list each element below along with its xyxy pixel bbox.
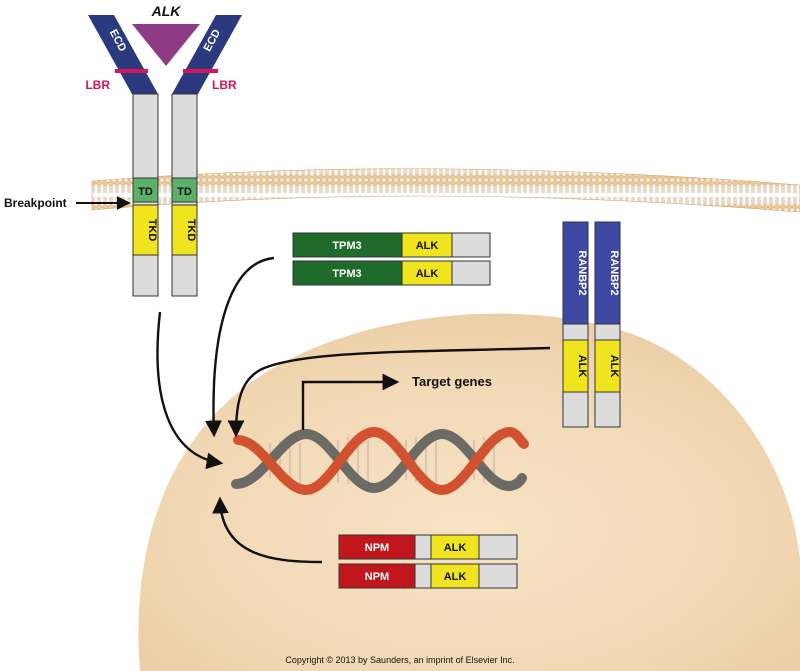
td-right-label: TD (177, 186, 192, 198)
npm-label-1: NPM (365, 542, 389, 554)
target-genes-label: Target genes (412, 374, 492, 389)
ecd-left (88, 15, 158, 94)
lbr-right-label: LBR (212, 78, 237, 92)
breakpoint: Breakpoint (4, 196, 131, 210)
arrow-npm-to-dna (212, 496, 323, 564)
alk-label-ranbp2-2: ALK (608, 355, 620, 378)
td-left (132, 177, 159, 203)
breakpoint-label: Breakpoint (4, 196, 67, 210)
alk-label-tpm3-1: ALK (416, 240, 439, 252)
td-right (171, 177, 198, 203)
alk-title: ALK (151, 3, 182, 19)
td-left-label: TD (138, 186, 153, 198)
alk-label-npm-1: ALK (444, 542, 467, 554)
alk-label-npm-2: ALK (444, 571, 467, 583)
ranbp2-label-2: RANBP2 (608, 250, 620, 295)
dna-helix-icon (231, 426, 529, 496)
arrow-receptor-to-dna (156, 311, 224, 470)
arrow-ranbp2-to-dna (227, 346, 551, 438)
cell-membrane (91, 168, 800, 213)
alk-receptor: ALK ECD ECD LBR LBR TD TD TKD TKD (85, 3, 242, 297)
tkd-right (171, 204, 198, 256)
tpm3-label-2: TPM3 (332, 268, 361, 280)
nucleus (138, 313, 800, 671)
tkd-right-label: TKD (185, 219, 197, 242)
tkd-left (132, 204, 159, 256)
ranbp2-alk-fusion: RANBP2 RANBP2 ALK ALK (562, 221, 621, 428)
npm-alk-fusion: NPM ALK NPM ALK (338, 534, 518, 589)
npm-label-2: NPM (365, 571, 389, 583)
alk-label-ranbp2-1: ALK (576, 355, 588, 378)
arrow-target-genes (301, 373, 400, 430)
ligand-icon (132, 24, 200, 66)
alk-label-tpm3-2: ALK (416, 268, 439, 280)
signaling-arrows (156, 256, 551, 564)
tpm3-alk-fusion: TPM3 ALK TPM3 ALK (292, 232, 491, 286)
arrow-tpm3-to-dna (205, 256, 275, 438)
lbr-left-label: LBR (85, 78, 110, 92)
ecd-right (172, 15, 242, 94)
copyright-text: Copyright © 2013 by Saunders, an imprint… (285, 655, 514, 665)
tpm3-label-1: TPM3 (332, 240, 361, 252)
tkd-left-label: TKD (146, 219, 158, 242)
ranbp2-label-1: RANBP2 (576, 250, 588, 295)
